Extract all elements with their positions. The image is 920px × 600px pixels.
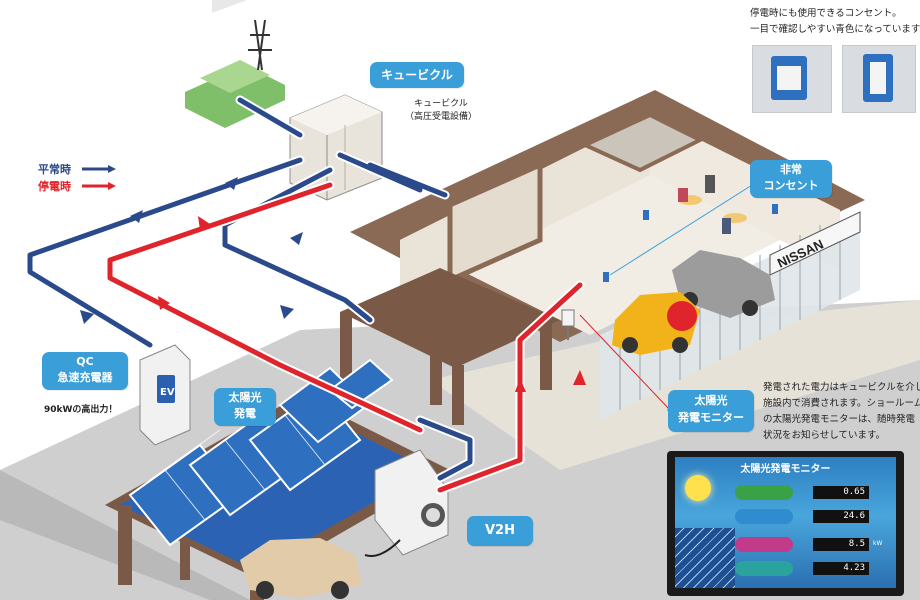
outage-flow-arrows (158, 216, 586, 392)
monitor-row-4: 4.23 (735, 561, 885, 576)
callout-v2h: V2H (467, 516, 533, 546)
monitor-note: 発電された電力はキュービクルを介し 施設内で消費されます。ショールーム の太陽光… (763, 382, 920, 441)
legend-outage: 停電時 (38, 178, 90, 194)
solar-panel-grid (149, 414, 326, 521)
nissan-logo-badge (667, 301, 697, 331)
callout-solar: 太陽光 発電 (214, 388, 276, 426)
monitor-row-value: 8.5 (813, 538, 869, 551)
outlet-plate-2 (863, 54, 893, 102)
legend-outage-arrow-icon (108, 182, 116, 190)
qc-caption: 90kWの高出力！ (44, 405, 118, 415)
sun-icon (685, 475, 711, 501)
outlet-wall-3 (772, 204, 778, 214)
building-inner-wall (650, 115, 840, 270)
solar-monitor-display: 太陽光発電モニター 0.65 24.6 8.5 kW 4.23 (675, 457, 896, 588)
monitor-row-label (735, 485, 793, 500)
inner-room-2 (580, 112, 705, 173)
callout-cubicle: キュービクル (370, 62, 464, 88)
v2h-unit (364, 449, 449, 557)
leader-monitor (579, 314, 671, 411)
callout-emergency-outlet: 非常 コンセント (750, 160, 832, 198)
outlet-wall-1 (643, 210, 649, 220)
parked-car (240, 538, 362, 599)
flow-arrows (80, 177, 303, 324)
monitor-stand (561, 309, 575, 327)
monitor-row-unit: kW (873, 540, 883, 547)
solar-monitor-title: 太陽光発電モニター (740, 464, 831, 475)
outlet-wall-2 (603, 272, 609, 282)
callout-solar-monitor: 太陽光 発電モニター (668, 390, 754, 432)
inner-room (447, 161, 543, 284)
legend-normal-label: 平常時 (38, 163, 71, 176)
monitor-row-value: 4.23 (813, 562, 869, 575)
ev-label: EV (160, 387, 175, 398)
outage-power-lines (105, 180, 585, 495)
monitor-row-label (735, 537, 793, 552)
solar-array-image (675, 528, 735, 588)
monitor-row-value: 0.65 (813, 486, 869, 499)
legend-normal-arrow-icon (108, 165, 116, 173)
cubicle-caption: キュービクル （高圧受電設備） (405, 99, 478, 122)
legend-normal: 平常時 (38, 161, 90, 177)
substation (185, 0, 285, 128)
outlet-plate-1 (771, 56, 807, 100)
monitor-row-label (735, 509, 793, 524)
outlet-photo-1 (752, 45, 832, 113)
outlet-note: 停電時にも使用できるコンセント。 一目で確認しやすい青色になっています。 (750, 8, 920, 35)
legend-outage-label: 停電時 (38, 180, 71, 193)
solar-monitor-screen: 太陽光発電モニター 0.65 24.6 8.5 kW 4.23 (667, 451, 904, 596)
leader-outlet (609, 179, 761, 276)
sign-band (769, 211, 861, 276)
pergola (340, 268, 560, 425)
outlet-photo-2 (842, 45, 916, 113)
callout-qc-charger: QC 急速充電器 (42, 352, 128, 390)
monitor-row-label (735, 561, 793, 576)
qc-charger (139, 344, 191, 446)
cafe-furniture (678, 175, 747, 234)
normal-power-lines (25, 95, 475, 483)
monitor-row-2: 24.6 (735, 509, 885, 524)
monitor-row-3: 8.5 kW (735, 537, 885, 552)
monitor-row-1: 0.65 (735, 485, 885, 500)
monitor-row-value: 24.6 (813, 510, 869, 523)
sidewalk (430, 300, 920, 470)
